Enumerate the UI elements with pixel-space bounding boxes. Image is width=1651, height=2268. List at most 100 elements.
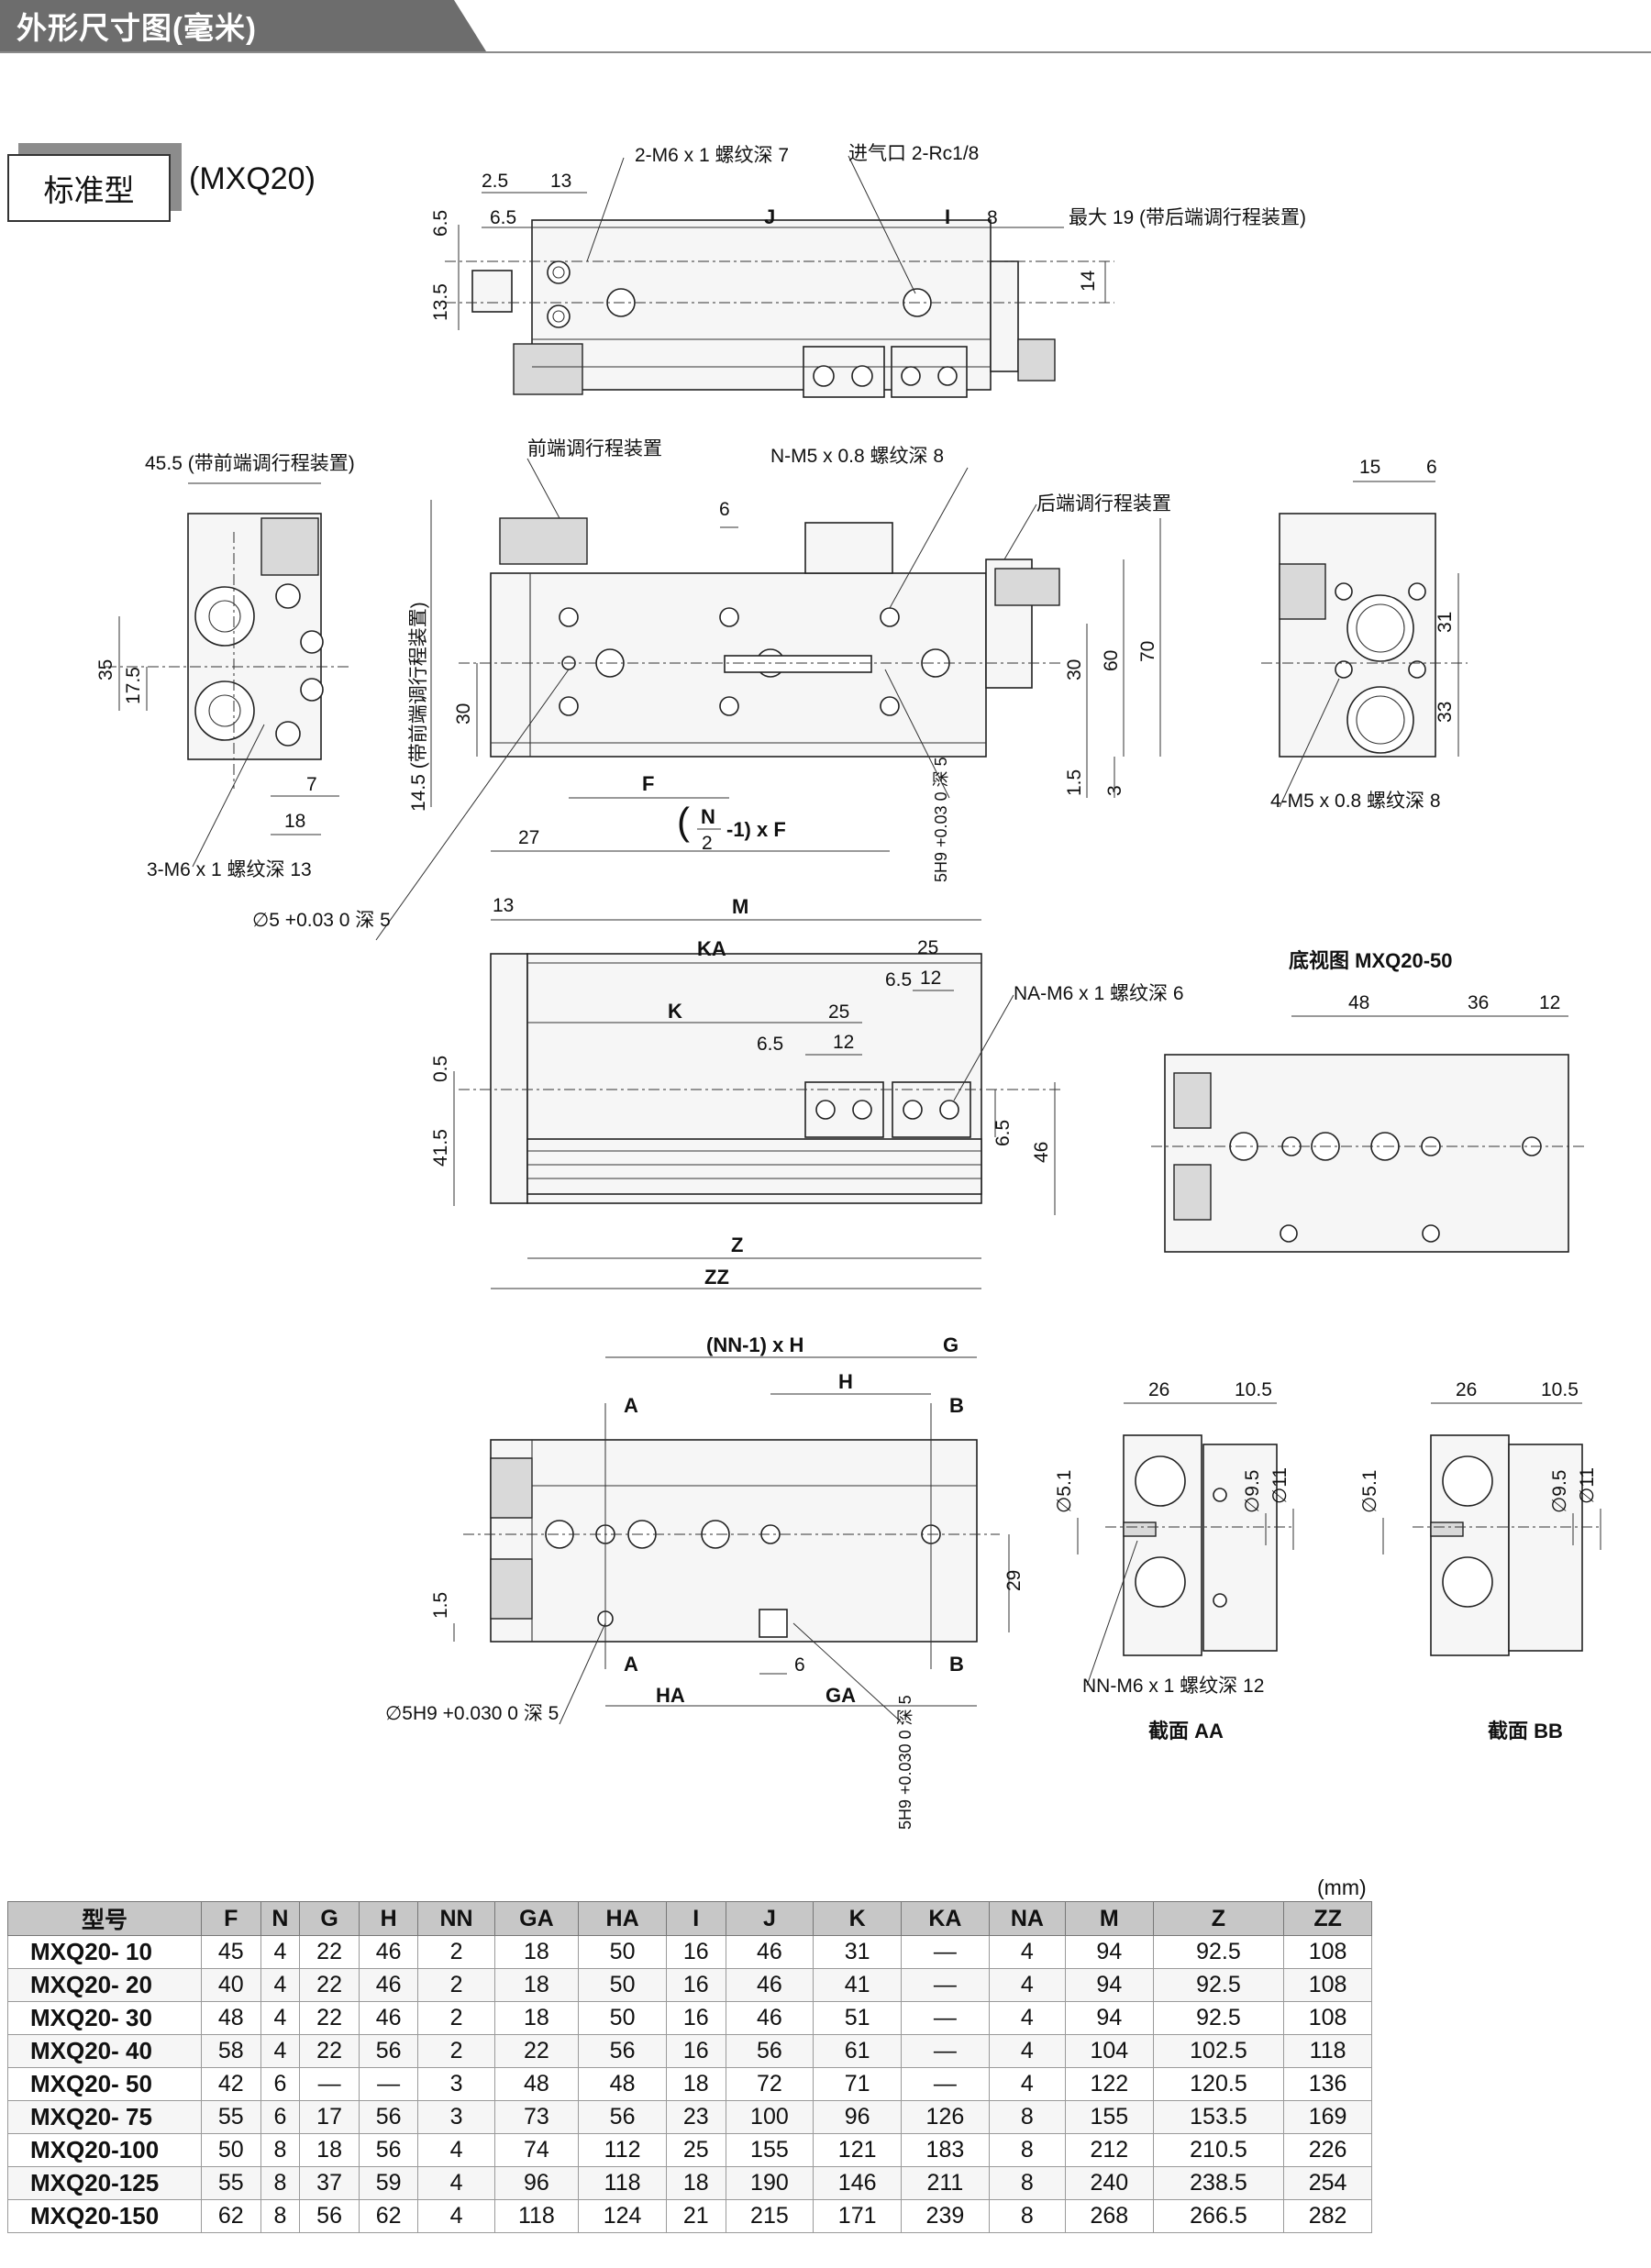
dim-27: 27 <box>518 827 539 848</box>
table-cell: 18 <box>493 1968 580 2002</box>
dim-26-aa: 26 <box>1148 1379 1169 1400</box>
dim-H: H <box>838 1370 853 1393</box>
table-cell: 118 <box>493 2199 580 2233</box>
table-cell: 72 <box>725 2067 814 2101</box>
dim-29: 29 <box>1003 1570 1025 1591</box>
dim-13: 13 <box>550 171 571 192</box>
table-cell: 4 <box>260 2034 301 2068</box>
model-cell: MXQ20- 30 <box>7 2001 202 2035</box>
section-mark-b-bottom: B <box>949 1653 964 1676</box>
table-cell: 21 <box>665 2199 726 2233</box>
table-cell: 96 <box>493 2166 580 2200</box>
table-cell: 190 <box>725 2166 814 2200</box>
table-cell: 3 <box>417 2100 495 2134</box>
table-cell: 56 <box>299 2199 360 2233</box>
top-view <box>445 155 1114 398</box>
table-cell: — <box>901 1968 990 2002</box>
dim-17-5: 17.5 <box>123 667 144 704</box>
table-cell: 8 <box>988 2166 1066 2200</box>
column-header: N <box>260 1901 301 1936</box>
dim-6-end: 6 <box>1426 457 1437 478</box>
table-cell: 50 <box>578 1968 667 2002</box>
model-cell: MXQ20-125 <box>7 2166 202 2200</box>
table-cell: 40 <box>201 1968 261 2002</box>
model-cell: MXQ20-100 <box>7 2133 202 2167</box>
table-cell: — <box>358 2067 419 2101</box>
table-cell: 18 <box>299 2133 360 2167</box>
dim-10-5-aa: 10.5 <box>1235 1379 1272 1400</box>
dim-15: 15 <box>1359 457 1380 478</box>
dim-45-5: 45.5 (带前端调行程装置) <box>145 453 355 474</box>
table-cell: 22 <box>299 1935 360 1969</box>
table-cell: 4 <box>988 2001 1066 2035</box>
table-cell: 126 <box>901 2100 990 2134</box>
table-cell: 56 <box>578 2034 667 2068</box>
column-header: K <box>813 1901 903 1936</box>
dim-14-5: 14.5 (带前端调行程装置) <box>408 602 429 812</box>
table-cell: 16 <box>665 2001 726 2035</box>
dim-7: 7 <box>306 774 317 795</box>
table-cell: 100 <box>725 2100 814 2134</box>
section-bb-title: 截面 BB <box>1488 1720 1563 1742</box>
dim-48: 48 <box>1348 992 1369 1013</box>
dim-0-5: 0.5 <box>430 1056 451 1082</box>
table-cell: 2 <box>417 2034 495 2068</box>
table-cell: 16 <box>665 1968 726 2002</box>
dim-12-bottom: 12 <box>1539 992 1560 1013</box>
section-mark-b-top: B <box>949 1394 964 1417</box>
dim-phi9-5-aa: ∅9.5 <box>1242 1470 1263 1514</box>
dim-30-right: 30 <box>1064 659 1085 680</box>
table-cell: 46 <box>725 2001 814 2035</box>
dim-6-bottom: 6 <box>794 1654 805 1676</box>
table-cell: 212 <box>1064 2133 1154 2167</box>
table-cell: 46 <box>358 1935 419 1969</box>
table-cell: 2 <box>417 1968 495 2002</box>
dim-26-bb: 26 <box>1456 1379 1477 1400</box>
dim-70: 70 <box>1137 641 1158 662</box>
model-cell: MXQ20- 50 <box>7 2067 202 2101</box>
table-cell: 22 <box>299 2001 360 2035</box>
dim-HA: HA <box>656 1684 685 1707</box>
table-cell: 92.5 <box>1152 1968 1285 2002</box>
callout-inlet: 进气口 2-Rc1/8 <box>848 143 979 164</box>
callout-phi5h9-bottom: ∅5H9 +0.030 0 深 5 <box>385 1703 559 1724</box>
table-cell: 171 <box>813 2199 903 2233</box>
table-cell: 2 <box>417 1935 495 1969</box>
table-cell: 96 <box>813 2100 903 2134</box>
table-cell: 268 <box>1064 2199 1154 2233</box>
table-cell: 121 <box>813 2133 903 2167</box>
table-cell: 215 <box>725 2199 814 2233</box>
dim-phi9-5-bb: ∅9.5 <box>1549 1470 1570 1514</box>
callout-front-stroke: 前端调行程装置 <box>527 438 662 459</box>
table-cell: 118 <box>1283 2034 1372 2068</box>
dim-25-b: 25 <box>828 1001 849 1023</box>
table-cell: 4 <box>417 2199 495 2233</box>
table-cell: 55 <box>201 2100 261 2134</box>
table-cell: 71 <box>813 2067 903 2101</box>
table-cell: 92.5 <box>1152 2001 1285 2035</box>
table-cell: 50 <box>578 1935 667 1969</box>
column-header: ZZ <box>1283 1901 1372 1936</box>
dimension-drawing: 2.5 13 6.5 6.5 13.5 J I 8 14 2-M6 x 1 螺纹… <box>95 143 1601 1830</box>
variant-label: 标准型 <box>7 154 171 222</box>
table-cell: 102.5 <box>1152 2034 1285 2068</box>
bottom-50-title: 底视图 MXQ20-50 <box>1289 949 1453 972</box>
dim-10-5-bb: 10.5 <box>1541 1379 1579 1400</box>
column-header: NA <box>988 1901 1066 1936</box>
dim-K: K <box>668 1000 682 1023</box>
dim-46: 46 <box>1031 1142 1052 1163</box>
table-cell: 50 <box>201 2133 261 2167</box>
dim-Z: Z <box>731 1234 743 1256</box>
table-cell: 18 <box>493 2001 580 2035</box>
callout-phi5-side: ∅5 +0.03 0 深 5 <box>252 910 391 931</box>
table-cell: 6 <box>260 2100 301 2134</box>
table-cell: 31 <box>813 1935 903 1969</box>
formula-n-2: ( N 2 -1) x F <box>677 800 786 854</box>
column-header: Z <box>1152 1901 1285 1936</box>
